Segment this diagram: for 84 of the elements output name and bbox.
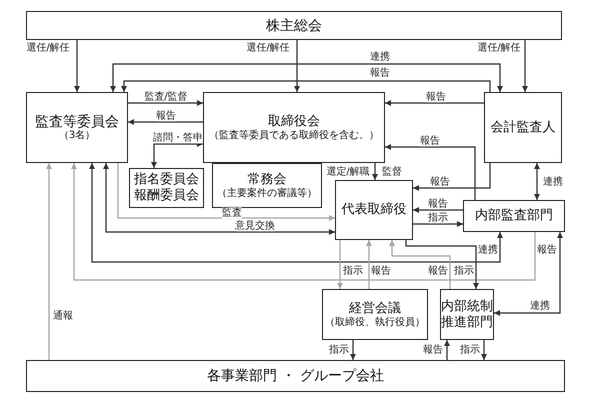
arrow (405, 240, 479, 289)
org-box (463, 200, 565, 232)
unit-name: 株主総会 (266, 18, 322, 34)
arrow (89, 163, 503, 263)
org-box (26, 92, 128, 163)
arrow (366, 240, 372, 289)
edge-label: 選任/解任 (246, 42, 290, 54)
annotation-label: 監督 (382, 166, 402, 178)
edge-label: 諮問・答申 (153, 132, 203, 144)
org-box (129, 168, 204, 208)
arrow (372, 163, 378, 180)
arrow (413, 163, 491, 191)
arrow (128, 100, 203, 106)
unit-name: 代表取締役 (342, 202, 406, 218)
arrow (151, 141, 203, 168)
org-box (212, 163, 322, 208)
arrow (103, 163, 335, 235)
unit-name: 各事業部門 ・ グループ会社 (207, 368, 384, 384)
edge-label: 選任/解任 (477, 42, 521, 54)
edge-label: 報告 (428, 198, 448, 210)
edge-label: 報告 (430, 176, 450, 188)
arrow (294, 40, 300, 92)
edge-label: 報告 (423, 344, 443, 356)
arrow (389, 240, 451, 289)
arrow (71, 163, 536, 281)
edge-label: 連携 (543, 176, 563, 188)
arrow (413, 221, 463, 227)
edge-label: 選任/解任 (26, 42, 70, 54)
edge-label: 指示 (343, 266, 363, 276)
org-box (26, 360, 565, 392)
unit-name: 経営会議 (349, 300, 401, 316)
arrow (117, 163, 335, 221)
edge-label: 連携 (370, 52, 390, 62)
edge-label: 選定/解職 (326, 166, 370, 178)
unit-name: 取締役会 (268, 114, 320, 130)
edge-label: 報告 (428, 266, 448, 276)
unit-name: 常務会 (248, 172, 286, 188)
unit-name: 会計監査人 (490, 120, 556, 136)
arrow (481, 340, 487, 360)
org-box (335, 180, 413, 240)
edge-label: 指示 (428, 212, 448, 224)
edge-label: 報告 (426, 92, 446, 102)
arrow (413, 207, 463, 213)
edge-label: 通報 (53, 310, 73, 322)
edge-label: 報告 (156, 110, 176, 122)
arrow (121, 80, 491, 92)
unit-name: 内部統制推進部門 (441, 298, 493, 330)
arrow (337, 240, 343, 289)
subtitle: （主要案件の審議等） (217, 188, 317, 200)
edge-label: 監査 (222, 207, 242, 218)
arrow (444, 340, 450, 360)
unit-name: 指名委員会 (134, 172, 199, 188)
org-box (322, 289, 428, 340)
edge-label: 指示 (329, 344, 349, 356)
edge-label: 指示 (454, 266, 474, 276)
org-box (203, 92, 385, 163)
edge-label: 連携 (478, 244, 498, 256)
unit-name: 内部監査部門 (475, 208, 553, 224)
edge-label: 連携 (530, 300, 550, 312)
arrow (385, 144, 476, 200)
org-box (440, 289, 494, 340)
subtitle: （監査等委員である取締役を含む。） (209, 130, 379, 142)
arrow (494, 232, 563, 316)
arrow (350, 340, 356, 360)
arrow (385, 100, 484, 106)
unit-name: 監査等委員会 (35, 114, 119, 130)
edge-label: 報告 (371, 266, 391, 276)
arrow (534, 163, 540, 200)
arrow (110, 63, 503, 92)
unit-name: 報酬委員会 (134, 188, 199, 204)
arrow (74, 40, 80, 92)
edge-label: 報告 (420, 136, 440, 146)
edge-label: 意見交換 (235, 220, 275, 232)
subtitle: （取締役、執行役員） (325, 316, 425, 328)
subtitle: （3名） (58, 130, 96, 142)
edge-label: 報告 (370, 68, 390, 78)
arrow (46, 163, 52, 360)
org-box (26, 11, 562, 40)
arrow (128, 119, 203, 125)
arrow (522, 40, 528, 92)
org-box (484, 92, 562, 163)
edge-label: 監査/監督 (144, 92, 188, 102)
edge-label: 報告 (537, 244, 557, 256)
edge-label: 指示 (460, 344, 480, 356)
